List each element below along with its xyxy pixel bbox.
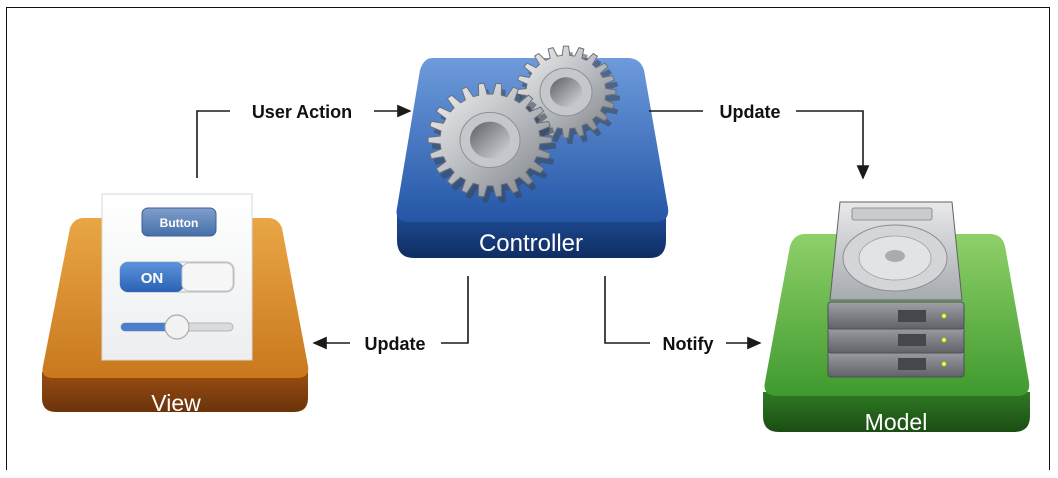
edge-user-action-label: User Action <box>252 102 352 122</box>
edge-update-model-label: Update <box>719 102 780 122</box>
edge-user-action <box>196 104 412 178</box>
edge-update-view-label: Update <box>364 334 425 354</box>
model-label: Model <box>865 409 928 435</box>
edge-update-model-line-2 <box>796 110 870 180</box>
edge-update-view <box>312 276 469 350</box>
view-toggle-knob <box>181 262 234 292</box>
view-slider-fill <box>121 323 177 331</box>
view-toggle-on <box>120 262 184 292</box>
gear-large-icon <box>427 82 556 203</box>
controller-node: Controller <box>396 45 669 258</box>
view-sample-button <box>141 207 217 237</box>
view-platform-side <box>42 372 308 412</box>
model-node: Model <box>763 201 1030 435</box>
edge-update-model <box>649 110 870 180</box>
model-platform-side <box>763 392 1030 432</box>
view-sample-button-label: Button <box>160 216 199 230</box>
edge-notify <box>604 276 762 350</box>
diagram-frame <box>6 7 1050 470</box>
gears-icon <box>427 45 620 203</box>
edge-notify-line-1 <box>604 276 650 344</box>
controller-platform-side <box>397 212 666 258</box>
view-label: View <box>151 390 201 416</box>
view-node: Button ON View <box>42 193 309 416</box>
edge-notify-label: Notify <box>663 334 714 354</box>
controller-label: Controller <box>479 230 583 257</box>
view-toggle-label: ON <box>141 270 164 287</box>
edge-update-view-line-1 <box>441 276 469 344</box>
hard-drive-icon <box>827 201 965 378</box>
edge-user-action-line-1 <box>196 110 230 178</box>
view-slider-knob <box>164 314 190 340</box>
